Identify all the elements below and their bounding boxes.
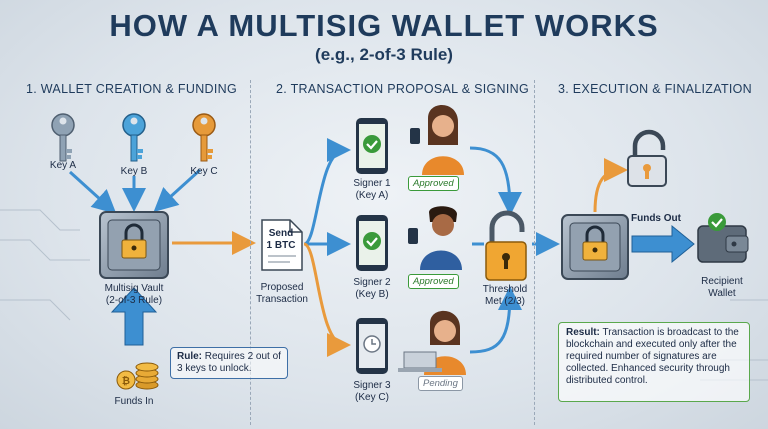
section-heading-2: 2. TRANSACTION PROPOSAL & SIGNING [276,82,530,96]
section-heading-1: 1. WALLET CREATION & FUNDING [26,82,237,96]
key-b-icon [122,113,146,162]
funds-out-arrow [631,224,695,264]
vault-final-icon [561,214,629,280]
signer-1-person-icon [410,104,464,175]
svg-text:₿: ₿ [122,375,130,387]
page-subtitle: (e.g., 2-of-3 Rule) [315,45,453,64]
key-c-icon [192,113,216,162]
wallet-icon [697,213,749,263]
section-heading-3: 3. EXECUTION & FINALIZATION [558,82,753,96]
phone-2-icon [356,215,388,271]
vault-icon [99,211,169,279]
signer-2-status-badge: Approved [408,274,459,289]
key-a-icon [51,113,75,162]
coins-icon: ₿ [116,362,159,390]
funds-in-label: Funds In [114,396,154,407]
section-divider-2 [534,80,535,425]
funds-out-label: Funds Out [631,213,681,224]
key-c-label: Key C [190,166,218,177]
phone-1-icon [356,118,388,174]
unlocked-padlock-icon [627,129,667,187]
signer-2-label: Signer 2(Key B) [353,277,391,300]
signer-2-person-icon [408,206,462,270]
page-title: HOW A MULTISIG WALLET WORKS [109,8,659,43]
signer-3-status-badge: Pending [418,376,463,391]
signer-1-label: Signer 1(Key A) [353,178,391,201]
signer-1-status-badge: Approved [408,176,459,191]
key-b-label: Key B [120,166,148,177]
signer-3-label: Signer 3(Key C) [353,380,391,403]
funds-in-arrow [110,287,158,346]
open-lock-icon [485,210,527,281]
document-icon [261,219,303,271]
rule-note: Rule: Requires 2 out of 3 keys to unlock… [170,347,288,379]
key-a-label: Key A [49,160,77,171]
section-divider-1 [250,80,251,425]
vault-label: Multisig Vault(2-of-3 Rule) [104,283,164,306]
signer-3-person-icon [398,310,466,375]
phone-3-icon [356,318,388,374]
result-note: Result: Transaction is broadcast to the … [558,322,750,402]
